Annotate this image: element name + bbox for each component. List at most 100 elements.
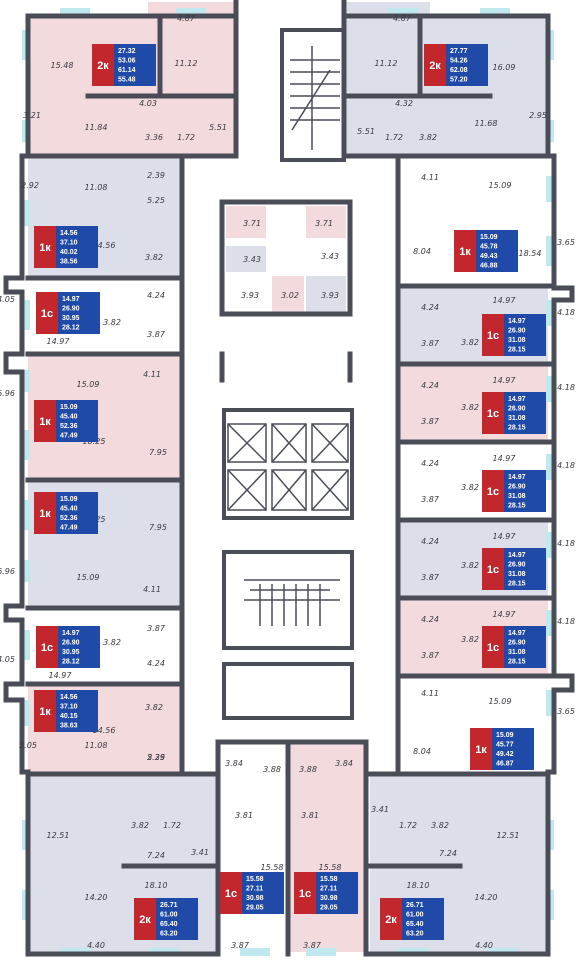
window bbox=[240, 948, 270, 956]
apartment-type-box bbox=[454, 230, 476, 272]
room-area-label: 11.12 bbox=[175, 59, 198, 68]
elevator-cross bbox=[311, 469, 349, 511]
apartment-area-value: 29.05 bbox=[320, 905, 338, 912]
room-area-label: 11.68 bbox=[475, 119, 498, 128]
apartment-type-box bbox=[482, 626, 504, 668]
window bbox=[22, 300, 30, 330]
room-area-label: 3.84 bbox=[225, 759, 243, 768]
apartment-type: 1к bbox=[39, 706, 51, 718]
apartment-area-value: 15.58 bbox=[320, 876, 338, 883]
apartment-area-value: 27.32 bbox=[118, 48, 136, 55]
apartment-area-value: 47.49 bbox=[60, 433, 78, 440]
apartment-area-value: 45.40 bbox=[60, 506, 78, 513]
window bbox=[546, 236, 554, 266]
apartment-area-value: 27.77 bbox=[450, 48, 468, 55]
room-area-label: 18.10 bbox=[145, 881, 168, 890]
room-area-label: 4.11 bbox=[143, 585, 161, 594]
room-area-label: 16.09 bbox=[493, 63, 516, 72]
apartment-area-value: 28.15 bbox=[508, 659, 526, 666]
room-area-label: 3.82 bbox=[431, 821, 449, 830]
room-area-label: 11.08 bbox=[85, 183, 108, 192]
apartment-area-value: 27.11 bbox=[246, 886, 263, 893]
apartment-area-box bbox=[316, 872, 358, 914]
window bbox=[546, 376, 554, 402]
apartment-type: 2к bbox=[139, 914, 151, 926]
apartment-type-box bbox=[424, 44, 446, 86]
room-area-label: 4.11 bbox=[421, 689, 439, 698]
room-area-label: 4.05 bbox=[0, 295, 15, 304]
apartment-type-box bbox=[34, 690, 56, 732]
apartment-area-value: 14.97 bbox=[508, 552, 526, 559]
room-area-label: 14.20 bbox=[85, 893, 108, 902]
room-area-label: 1.72 bbox=[177, 133, 195, 142]
apartment-area-value: 26.90 bbox=[62, 640, 80, 647]
apt-fill-bottom-center-left bbox=[222, 742, 288, 952]
apartment-area-value: 54.26 bbox=[450, 58, 468, 65]
apartment-area-box bbox=[114, 44, 156, 86]
room-area-label: 15.09 bbox=[489, 181, 512, 190]
window bbox=[22, 630, 30, 660]
core-outline bbox=[219, 199, 353, 317]
apartment-type-box bbox=[36, 626, 58, 668]
apartment-type-box bbox=[482, 314, 504, 356]
window bbox=[546, 300, 554, 326]
window bbox=[546, 176, 554, 202]
apartment-area-box bbox=[492, 728, 534, 770]
room-area-label: 4.24 bbox=[147, 291, 165, 300]
apartment-area-box bbox=[504, 314, 546, 356]
room-area-label: 3.82 bbox=[131, 821, 149, 830]
window bbox=[176, 8, 206, 16]
apartment-type-box bbox=[220, 872, 242, 914]
apartment-type: 1к bbox=[459, 246, 471, 258]
apartment-area-value: 57.20 bbox=[450, 77, 468, 84]
apartment-type: 1с bbox=[487, 486, 499, 498]
room-area-label: 4.18 bbox=[557, 308, 575, 317]
room-area-label: 4.18 bbox=[557, 383, 575, 392]
room-area-label: 3.82 bbox=[103, 638, 121, 647]
apartment-area-value: 26.90 bbox=[508, 640, 526, 647]
apartment-area-value: 26.71 bbox=[160, 902, 178, 909]
apartment-type: 1с bbox=[487, 564, 499, 576]
apartment-area-value: 63.20 bbox=[406, 931, 424, 938]
elevator-shaft bbox=[311, 423, 349, 463]
apartment-type-box bbox=[482, 392, 504, 434]
room-area-label: 18.10 bbox=[407, 881, 430, 890]
room-area-label: 3.82 bbox=[461, 483, 479, 492]
room-area-label: 3.82 bbox=[145, 703, 163, 712]
apartment-type-box bbox=[482, 548, 504, 590]
apartment-area-value: 30.98 bbox=[320, 895, 338, 902]
apartment-area-value: 61.00 bbox=[406, 912, 424, 919]
room-area-label: 14.97 bbox=[47, 337, 71, 346]
room-area-label: 3.41 bbox=[191, 848, 209, 857]
apartment-area-value: 31.08 bbox=[508, 493, 526, 500]
room-area-label: 1.72 bbox=[385, 133, 403, 142]
room-area-label: 3.43 bbox=[243, 255, 261, 264]
room-area-label: 12.51 bbox=[47, 831, 70, 840]
stair-arrow bbox=[291, 69, 331, 131]
stairwell-mid bbox=[222, 550, 354, 720]
apartment-type: 1к bbox=[475, 744, 487, 756]
apartment-area-value: 15.09 bbox=[496, 732, 514, 739]
core-fill-1 bbox=[226, 206, 266, 238]
elevator-shaft bbox=[271, 423, 307, 463]
